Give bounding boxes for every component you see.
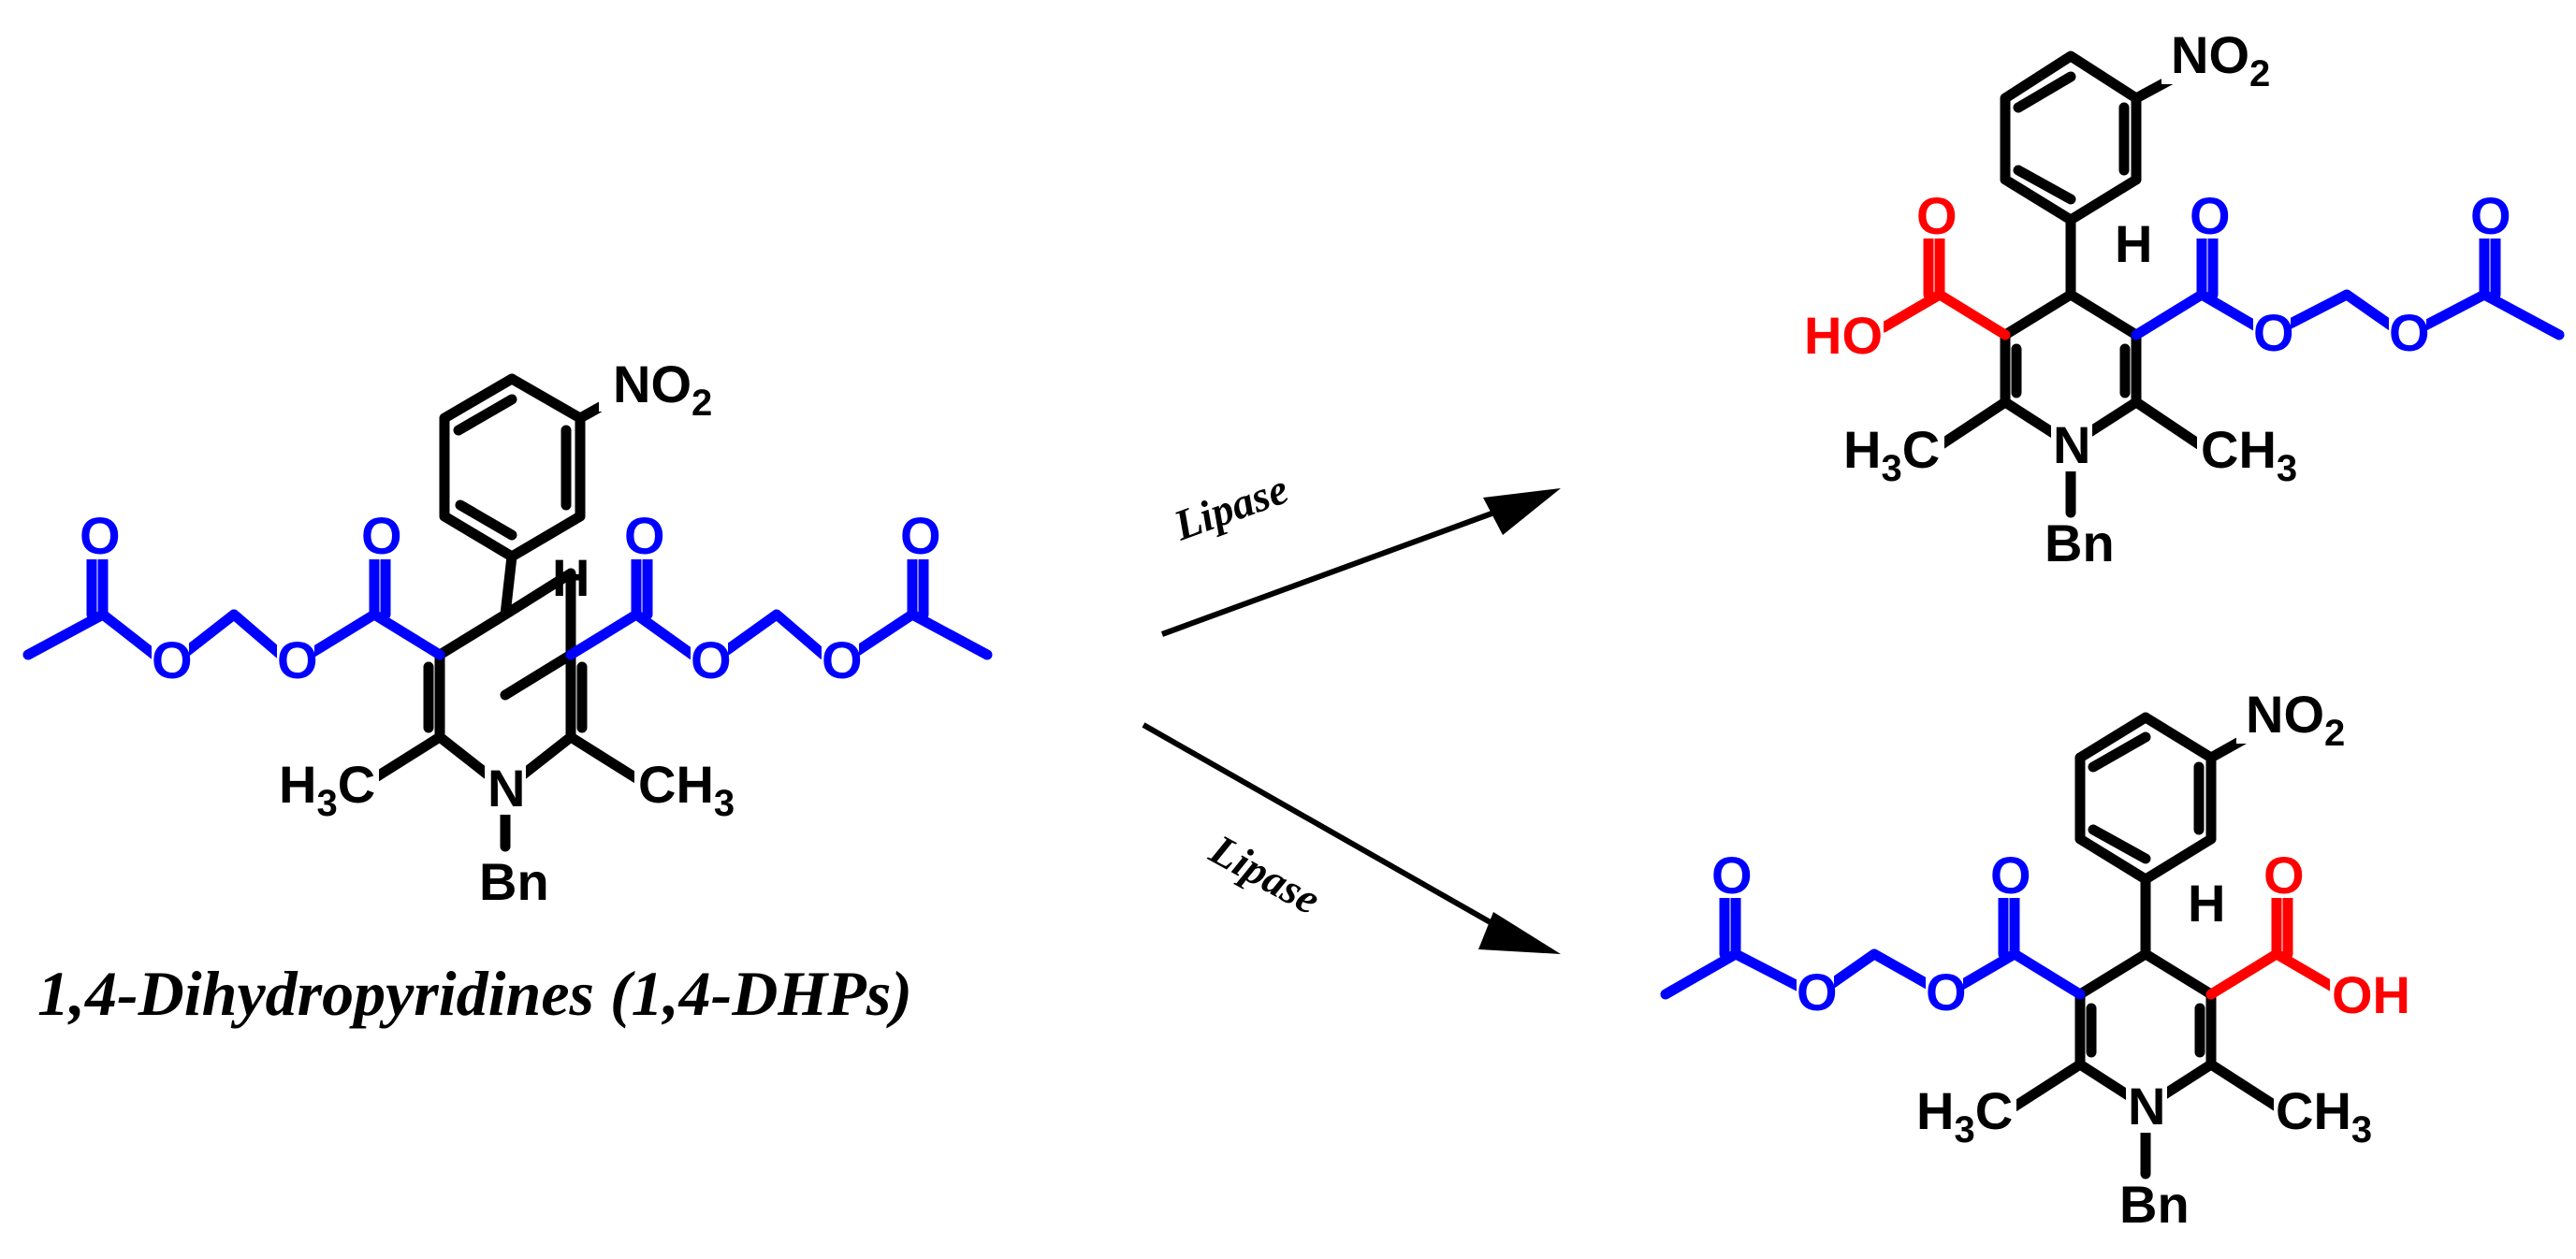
product-bottom-acid-bonds — [2205, 888, 2338, 1000]
h-atom: H — [552, 548, 589, 607]
svg-text:O: O — [1990, 846, 2031, 904]
svg-text:O: O — [2190, 186, 2231, 245]
product-top-ester-oxygens: O O O O — [2190, 186, 2511, 362]
arrowhead-bottom — [1478, 912, 1561, 954]
arrowhead-top — [1483, 488, 1561, 535]
product-top-ester-bonds — [2131, 228, 2565, 340]
arrow-top — [1160, 507, 1504, 637]
svg-text:O: O — [1926, 962, 1967, 1021]
reactant-caption: 1,4-Dihydropyridines (1,4-DHPs) — [37, 958, 912, 1029]
svg-text:O: O — [1797, 962, 1838, 1021]
svg-text:O: O — [624, 506, 665, 565]
svg-text:O: O — [80, 506, 121, 565]
methyl-left-top: H3C — [1843, 420, 1940, 489]
product-bottom-core-bonds — [2009, 712, 2282, 1179]
benzyl-bottom: Bn — [2119, 1175, 2190, 1234]
reactant-molecule: NO2 H N Bn H3C CH3 O O O O O O O O 1,4-D… — [22, 355, 993, 1029]
n-atom-top: N — [2053, 415, 2090, 474]
acid-hydroxyl-top: HO — [1804, 306, 1883, 365]
arrow-bottom — [1142, 722, 1504, 932]
acid-hydroxyl-bottom: OH — [2332, 965, 2410, 1024]
n-atom-bottom: N — [2128, 1077, 2165, 1136]
reagent-bottom: Lipase — [1201, 825, 1328, 924]
svg-text:O: O — [152, 630, 193, 689]
nitro-group-bottom: NO2 — [2246, 685, 2345, 754]
reactant-ester-bonds — [22, 551, 993, 660]
svg-text:O: O — [2470, 186, 2511, 245]
product-top-core-bonds — [1936, 51, 2205, 518]
product-bottom-ester-oxygens: O O O O — [1711, 846, 2031, 1021]
methyl-left: H3C — [279, 755, 375, 824]
product-bottom-ester-bonds — [1660, 888, 2086, 1000]
reactant-oxygens: O O O O O O O O — [79, 506, 941, 689]
svg-text:O: O — [2389, 303, 2430, 362]
reagent-top: Lipase — [1167, 465, 1294, 550]
acid-carbonyl-o-bottom: O — [2263, 846, 2305, 904]
svg-text:O: O — [691, 630, 732, 689]
nitro-group-top: NO2 — [2171, 25, 2270, 94]
nitro-group: NO2 — [613, 355, 712, 424]
product-top-molecule: NO2 H N Bn H3C CH3 HO O O O O O — [1801, 25, 2565, 572]
product-top-acid-bonds — [1878, 228, 2011, 340]
svg-text:O: O — [1711, 846, 1753, 904]
h-atom-bottom: H — [2188, 874, 2225, 933]
n-atom: N — [488, 759, 525, 818]
methyl-right: CH3 — [638, 755, 735, 824]
svg-text:O: O — [277, 630, 318, 689]
svg-text:O: O — [361, 506, 402, 565]
benzyl-top: Bn — [2045, 514, 2115, 572]
methyl-right-bottom: CH3 — [2276, 1081, 2372, 1150]
methyl-right-top: CH3 — [2201, 420, 2297, 489]
svg-text:O: O — [822, 630, 863, 689]
svg-text:O: O — [900, 506, 941, 565]
reaction-arrows: Lipase Lipase — [1142, 465, 1561, 954]
benzyl-label: Bn — [479, 852, 549, 911]
product-bottom-molecule: NO2 H N Bn H3C CH3 OH O O O O O — [1660, 685, 2414, 1234]
svg-text:O: O — [2253, 303, 2294, 362]
methyl-left-bottom: H3C — [1916, 1081, 2013, 1150]
acid-carbonyl-o-top: O — [1916, 186, 1957, 245]
h-atom-top: H — [2115, 214, 2152, 273]
